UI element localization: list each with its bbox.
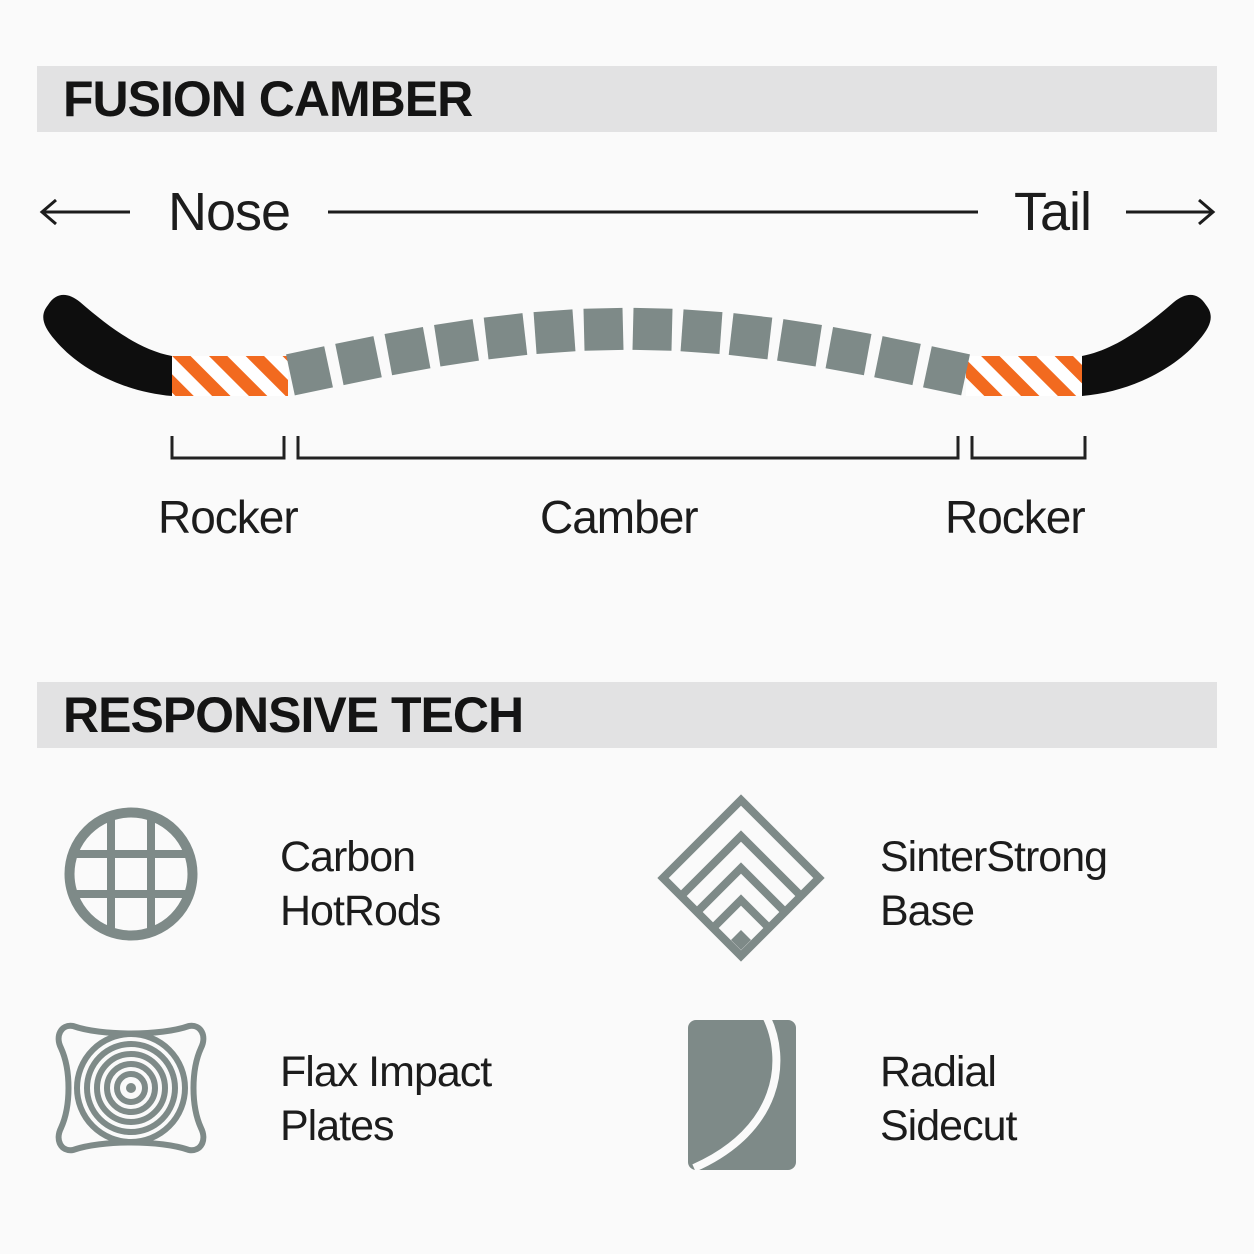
camber-block (335, 336, 382, 386)
camber-block (384, 326, 431, 376)
nose-tip (43, 294, 173, 396)
tail-rocker-label: Rocker (945, 491, 1086, 543)
camber-block (874, 336, 921, 386)
camber-zone (286, 307, 970, 396)
tail-tip (1082, 294, 1211, 396)
feature-line: Carbon (280, 833, 416, 881)
camber-block (825, 326, 872, 376)
camber-bracket (296, 436, 960, 460)
left-arrow-icon (39, 198, 57, 226)
feature-line: SinterStrong (880, 833, 1108, 881)
feature-flax-impact-plates: Flax Impact Plates (280, 1045, 492, 1153)
camber-block (680, 309, 723, 354)
feature-line: Flax Impact (280, 1048, 492, 1096)
nose-rocker-bracket (170, 436, 286, 460)
camber-block (777, 319, 822, 367)
responsive-tech-title: RESPONSIVE TECH (63, 687, 524, 743)
camber-block (583, 307, 624, 351)
fusion-camber-title: FUSION CAMBER (63, 71, 473, 127)
camber-block (434, 319, 479, 367)
feature-radial-sidecut: Radial Sidecut (880, 1045, 1017, 1153)
responsive-tech-header: RESPONSIVE TECH (37, 682, 1217, 748)
nose-label: Nose (168, 182, 291, 242)
camber-block (483, 313, 528, 360)
camber-block (632, 307, 673, 351)
curved-panel-icon (688, 1014, 796, 1172)
camber-label: Camber (540, 491, 699, 543)
grid-circle-icon (64, 807, 198, 941)
concentric-rings-icon (55, 1022, 207, 1154)
camber-block (728, 313, 773, 360)
feature-sinterstrong-base: SinterStrong Base (880, 830, 1108, 938)
feature-line: Base (880, 887, 975, 935)
tail-rocker-bracket (970, 436, 1087, 460)
feature-line: Radial (880, 1048, 997, 1096)
camber-block (923, 346, 970, 396)
nose-rocker-zone (172, 356, 288, 396)
feature-line: Plates (280, 1102, 395, 1150)
feature-line: HotRods (280, 887, 441, 935)
nested-chevron-diamond-icon (657, 794, 825, 962)
fusion-camber-header: FUSION CAMBER (37, 66, 1217, 132)
nose-rocker-label: Rocker (158, 491, 299, 543)
feature-carbon-hotrods: Carbon HotRods (280, 830, 441, 938)
board-profile (43, 294, 1211, 396)
tail-label: Tail (1014, 182, 1092, 242)
right-arrow-icon (1198, 198, 1216, 226)
tail-rocker-zone (966, 356, 1082, 396)
feature-line: Sidecut (880, 1102, 1017, 1150)
direction-line (39, 198, 1216, 226)
camber-block (286, 346, 333, 396)
camber-block (533, 309, 576, 354)
zone-brackets (170, 436, 1087, 460)
